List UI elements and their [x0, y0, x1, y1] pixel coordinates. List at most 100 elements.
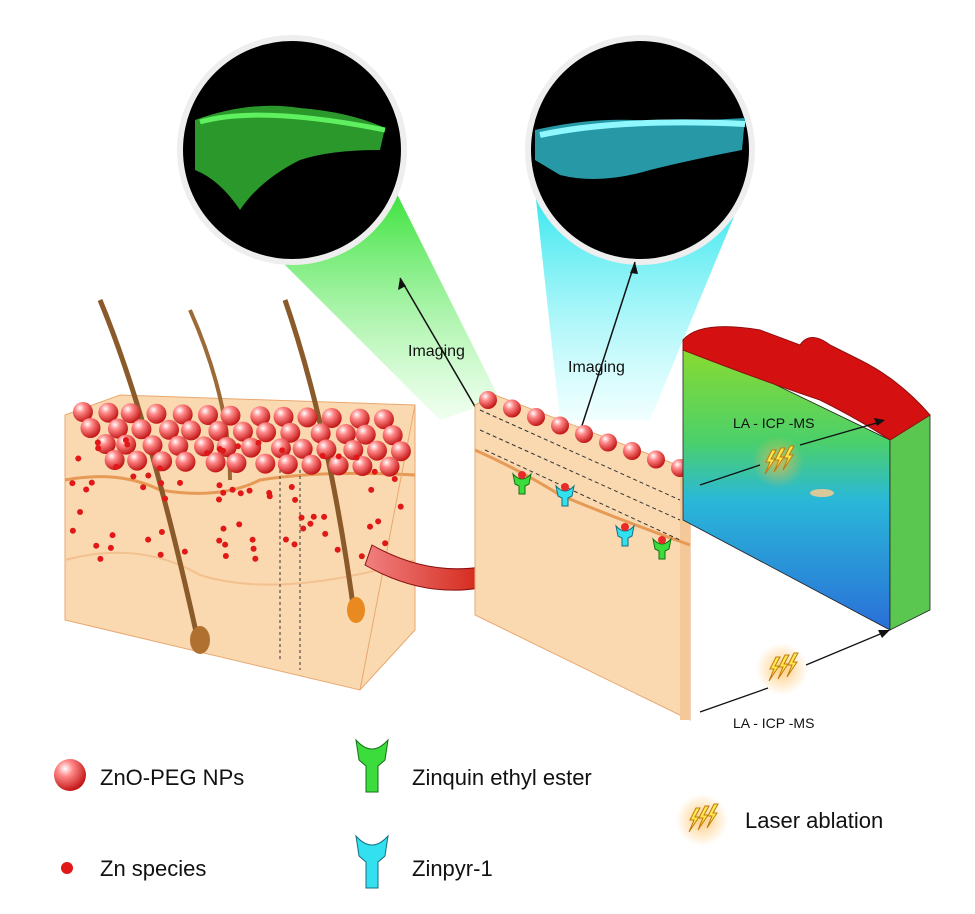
- nanoparticle: [98, 402, 119, 423]
- nanoparticle: [232, 421, 253, 442]
- nanoparticle: [172, 404, 193, 425]
- zn-species-dot: [107, 544, 114, 551]
- nanoparticle: [503, 399, 521, 418]
- zn-species-dot: [319, 452, 326, 459]
- nanoparticle: [142, 435, 163, 456]
- nanoparticle: [575, 425, 593, 443]
- green-fluorescence-image: [177, 35, 407, 265]
- nanoparticle: [220, 405, 241, 426]
- zn-species-dot: [368, 486, 375, 493]
- cyan-fluorescence-image: [525, 35, 755, 265]
- zn-species-dot: [113, 463, 120, 470]
- nanoparticle: [647, 450, 665, 469]
- nanoparticle: [301, 454, 322, 475]
- nanoparticle: [104, 450, 125, 470]
- zn-species-dot: [222, 553, 229, 560]
- zn-species-dot: [375, 518, 382, 525]
- probes-in-section: [512, 471, 672, 560]
- nanoparticle: [250, 406, 271, 427]
- laser-ablation-icon: [676, 794, 728, 846]
- nanoparticle: [382, 425, 403, 446]
- zn-species-dot: [83, 486, 90, 493]
- nanoparticles-section: [479, 391, 689, 477]
- zinpyr-probe-icon: [355, 834, 389, 889]
- zn-species-dot: [249, 536, 256, 543]
- legend-nanoparticles: ZnO-PEG NPs: [100, 765, 244, 790]
- nanoparticle: [152, 451, 173, 472]
- nanoparticle: [527, 408, 545, 426]
- legend-laser: Laser ablation: [745, 808, 883, 833]
- zn-species-dot: [246, 487, 253, 494]
- zn-species-dot: [279, 447, 286, 454]
- zn-species-dot: [177, 479, 184, 486]
- zn-species-dot: [158, 480, 165, 487]
- zn-species-dot: [288, 483, 295, 490]
- zn-species-dot: [222, 541, 229, 548]
- zn-species-dot: [335, 453, 342, 460]
- zn-species-dot: [140, 484, 147, 491]
- nanoparticle: [599, 433, 617, 452]
- zn-species-dot: [367, 523, 374, 530]
- nanoparticle: [316, 439, 337, 460]
- zn-species-dot: [371, 468, 378, 475]
- nanoparticle: [297, 407, 318, 428]
- zn-species-dot: [145, 472, 152, 479]
- zn-species-dot: [252, 555, 259, 562]
- zn-species-dot: [216, 496, 223, 503]
- zn-species-left: [69, 437, 404, 562]
- nanoparticle: [146, 403, 167, 424]
- nanoparticle: [180, 420, 201, 441]
- nanoparticle: [198, 405, 219, 425]
- zn-species-dot: [282, 536, 289, 543]
- nanoparticle: [310, 423, 331, 444]
- zn-species-dot: [266, 493, 273, 500]
- zn-species-dot: [156, 465, 163, 472]
- zn-species-dot: [122, 437, 129, 444]
- zn-species-dot: [216, 537, 223, 544]
- nanoparticle: [80, 418, 101, 438]
- laser-bolts-lower: [756, 643, 808, 695]
- legend-zn-species: Zn species: [100, 856, 206, 881]
- zn-species-dot: [292, 496, 299, 503]
- zn-species-dot: [109, 532, 116, 539]
- zn-species-dot: [255, 439, 262, 446]
- la-label-lower: LA - ICP -MS: [733, 715, 814, 731]
- nanoparticle-icon: [54, 759, 86, 791]
- nanoparticle: [277, 454, 298, 475]
- zn-species-icon: [61, 862, 73, 874]
- zn-species-dot: [204, 450, 211, 457]
- zn-species-dot: [397, 503, 404, 510]
- nanoparticle: [623, 442, 641, 460]
- zn-species-dot: [93, 542, 100, 549]
- zn-species-dot: [334, 546, 341, 553]
- imaging-label-right: Imaging: [568, 359, 625, 376]
- zn-species-dot: [382, 540, 389, 547]
- nanoparticle: [390, 441, 411, 462]
- nanoparticle: [355, 424, 376, 445]
- zn-species-dot: [220, 489, 227, 496]
- nanoparticle: [366, 440, 387, 461]
- nanoparticle: [226, 453, 247, 473]
- nanoparticle: [280, 422, 301, 443]
- zn-species-dot: [69, 480, 76, 487]
- zn-species-dot: [216, 482, 223, 489]
- nanoparticle: [159, 419, 180, 440]
- nanoparticle: [127, 450, 148, 471]
- zn-species-dot: [391, 475, 398, 482]
- zn-species-dot: [162, 495, 169, 502]
- zn-species-dot: [97, 555, 104, 562]
- la-label-upper: LA - ICP -MS: [733, 415, 814, 431]
- zn-species-dot: [77, 509, 84, 516]
- zn-species-dot: [236, 521, 243, 528]
- nanoparticle: [479, 391, 497, 409]
- nanoparticle: [72, 402, 93, 422]
- zn-species-dot: [88, 479, 95, 486]
- nanoparticle: [208, 421, 229, 441]
- zn-species-dot: [229, 486, 236, 493]
- nanoparticle: [292, 438, 313, 459]
- zn-species-dot: [158, 528, 165, 535]
- zn-species-dot: [95, 445, 102, 452]
- zn-species-dot: [321, 513, 328, 520]
